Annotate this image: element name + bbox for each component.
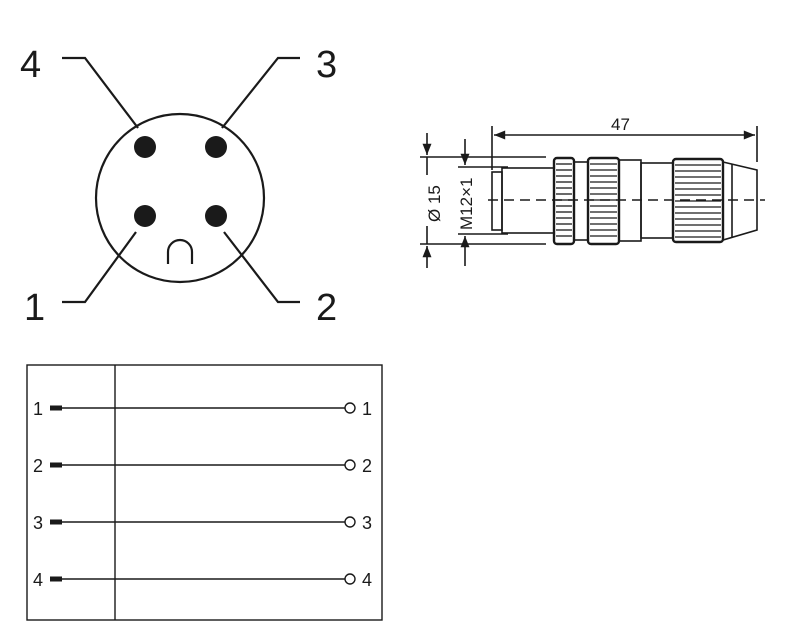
female-pin-marker	[344, 459, 356, 471]
male-pin-marker	[50, 576, 62, 582]
male-pin-marker	[50, 462, 62, 468]
key-notch	[166, 238, 194, 264]
leader-3	[221, 56, 300, 129]
pin-label-1: 1	[24, 287, 45, 329]
pin-label-4: 4	[20, 44, 41, 86]
connector-outline	[94, 112, 266, 284]
leader-4	[62, 56, 139, 129]
connector-face-view	[62, 56, 300, 304]
wire-right-label: 4	[362, 570, 372, 590]
diameter-label: Ø 15	[425, 185, 444, 222]
female-pin-marker	[344, 573, 356, 585]
length-label: 47	[611, 115, 630, 134]
leader-2	[223, 231, 300, 304]
wire-left-label: 1	[33, 399, 43, 419]
wiring-frame	[26, 364, 383, 621]
female-pin-marker	[344, 516, 356, 528]
connector-side-view	[420, 126, 765, 268]
pin-1	[134, 205, 156, 227]
wire-left-label: 3	[33, 513, 43, 533]
pin-label-3: 3	[316, 44, 337, 86]
male-pin-marker	[50, 519, 62, 525]
wire-right-label: 2	[362, 456, 372, 476]
male-pin-marker	[50, 405, 62, 411]
pin-3	[205, 136, 227, 158]
wire-left-label: 2	[33, 456, 43, 476]
wire-right-label: 3	[362, 513, 372, 533]
wire-left-label: 4	[33, 570, 43, 590]
wire-right-label: 1	[362, 399, 372, 419]
pin-4	[134, 136, 156, 158]
knurling	[556, 163, 721, 238]
pin-label-2: 2	[316, 287, 337, 329]
female-pin-marker	[344, 402, 356, 414]
pin-2	[205, 205, 227, 227]
thread-label: M12×1	[457, 178, 476, 230]
leader-1	[62, 231, 137, 304]
